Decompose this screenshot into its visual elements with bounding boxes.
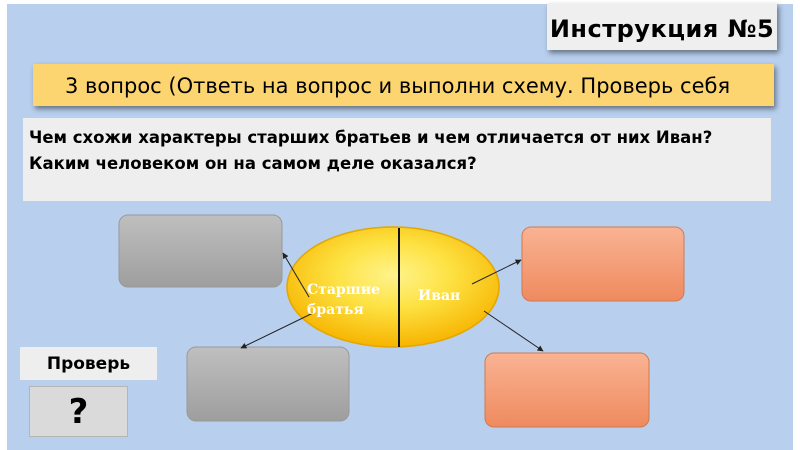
instruction-title-box: Инструкция №5 [547,3,777,50]
arrow-top-left [282,252,310,298]
orange-box-top-right [521,226,685,302]
label-older-brothers: Старшие братья [307,282,381,318]
check-yourself-label: Проверь себя [20,347,157,380]
question-banner-text: 3 вопрос (Ответь на вопрос и выполни схе… [65,74,731,98]
gray-box-top-left [118,214,283,288]
instruction-title: Инструкция №5 [549,15,775,43]
center-ellipse [286,226,500,348]
gray-box-bottom-left [186,346,350,422]
check-yourself-text: Проверь себя [46,354,131,374]
arrow-top-right [471,259,522,285]
question-mark-icon: ? [68,391,89,432]
question-text: Чем схожи характеры старших братьев и че… [29,128,713,173]
question-box: Чем схожи характеры старших братьев и че… [23,118,771,201]
question-banner: 3 вопрос (Ответь на вопрос и выполни схе… [33,64,774,106]
orange-box-bottom-right [484,352,650,428]
arrow-bottom-left [240,312,314,349]
arrow-bottom-right [483,310,544,352]
label-ivan: Иван [418,288,461,304]
check-answer-button[interactable]: ? [29,386,128,437]
